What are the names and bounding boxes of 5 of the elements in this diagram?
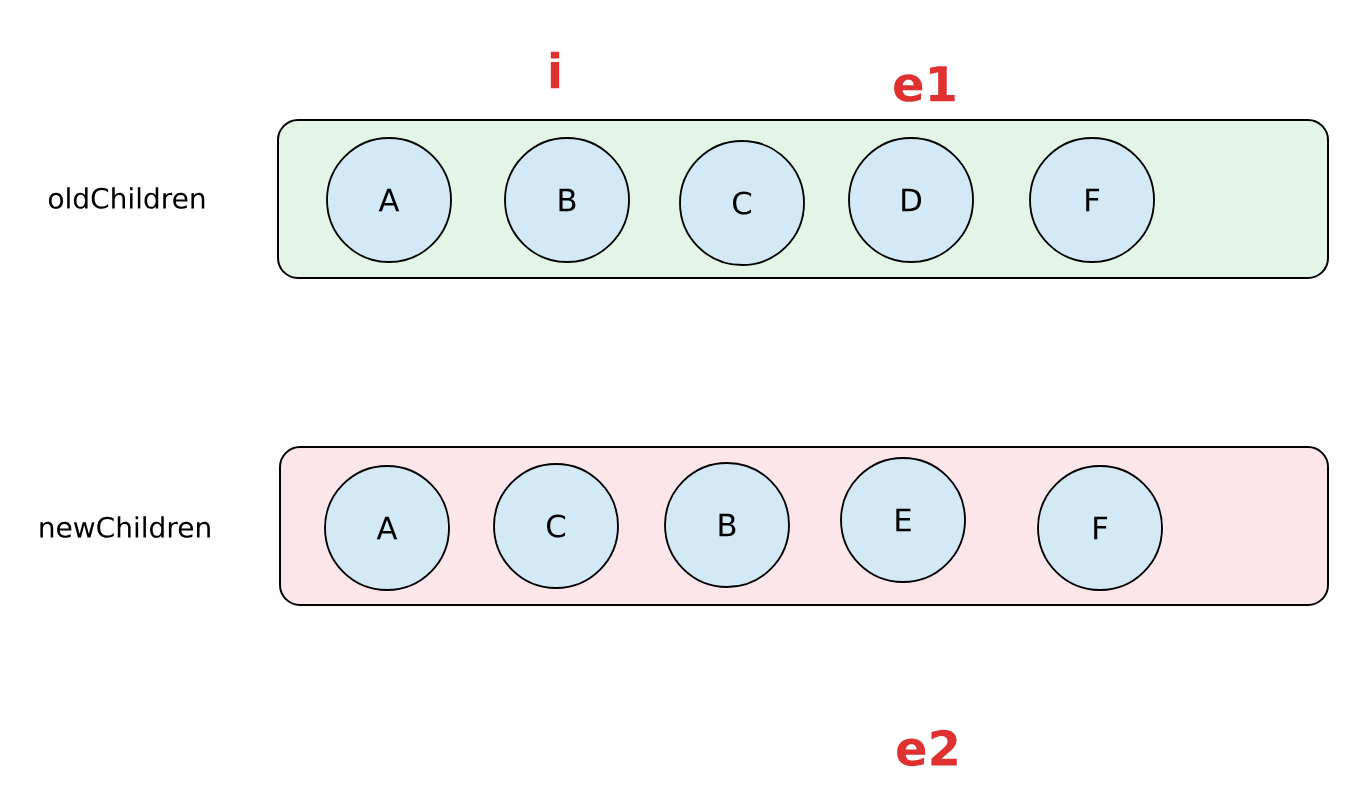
row-label: newChildren (40, 516, 210, 538)
pointer-label: i (550, 51, 560, 89)
pointer-label: e1 (894, 66, 955, 102)
pointer-label: e2 (897, 729, 957, 767)
row-label: oldChildren (48, 187, 205, 209)
